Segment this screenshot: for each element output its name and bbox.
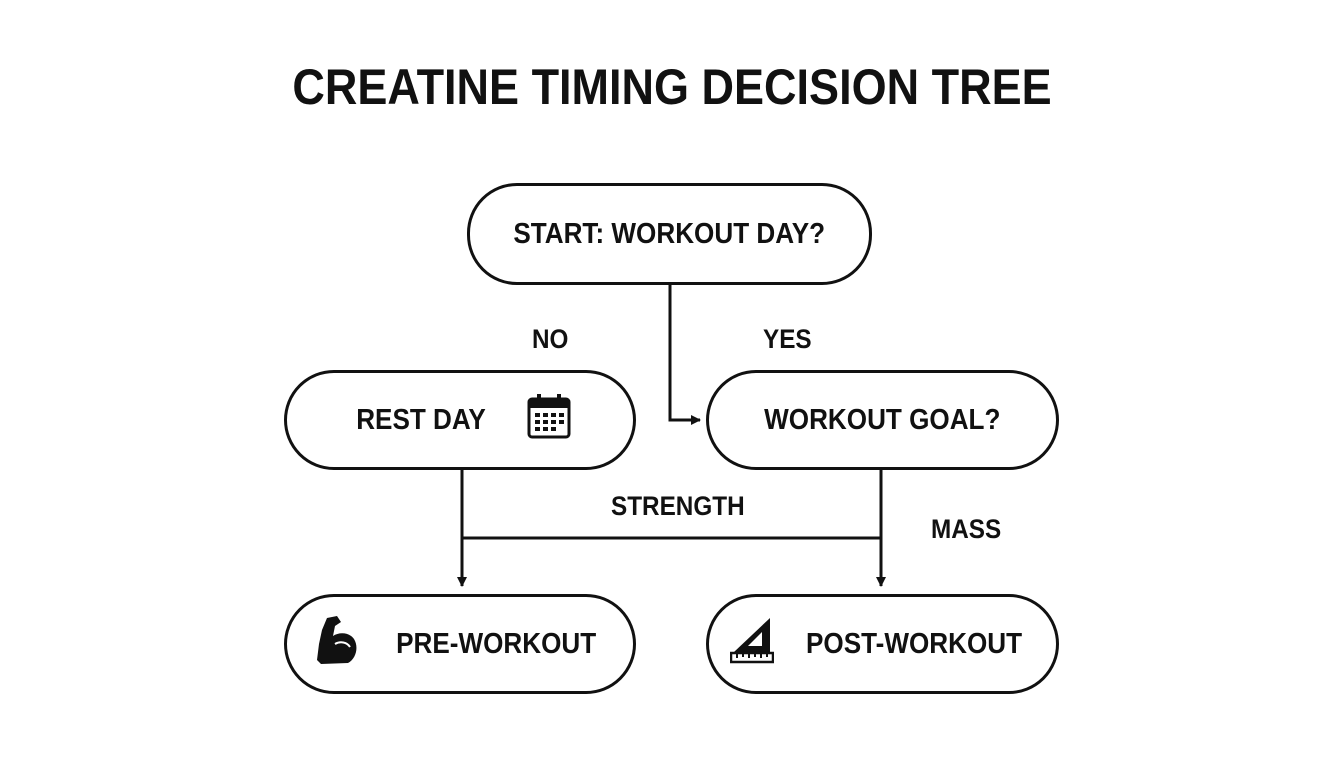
pre-workout-node: PRE-WORKOUT xyxy=(284,594,636,694)
workout-goal-node: WORKOUT GOAL? xyxy=(706,370,1059,470)
set-square-ruler-icon xyxy=(730,616,775,672)
rest-day-label: REST DAY xyxy=(356,403,486,436)
flexed-bicep-icon xyxy=(313,614,359,674)
diagram-title: CREATINE TIMING DECISION TREE xyxy=(292,59,1052,115)
post-workout-node: POST-WORKOUT xyxy=(706,594,1059,694)
post-workout-label: POST-WORKOUT xyxy=(806,627,1023,660)
rest-day-node: REST DAY xyxy=(284,370,636,470)
pre-workout-label: PRE-WORKOUT xyxy=(395,627,597,660)
start-node-label: START: WORKOUT DAY? xyxy=(513,217,826,250)
edge-label-yes: YES xyxy=(763,324,812,354)
workout-goal-label: WORKOUT GOAL? xyxy=(764,403,1001,436)
edge-label-mass: MASS xyxy=(931,514,1002,544)
edge-label-no: NO xyxy=(532,324,569,354)
connector-start-to-goal xyxy=(668,285,701,425)
calendar-icon xyxy=(527,393,571,447)
edge-label-strength: STRENGTH xyxy=(611,491,745,521)
start-node: START: WORKOUT DAY? xyxy=(467,183,872,285)
